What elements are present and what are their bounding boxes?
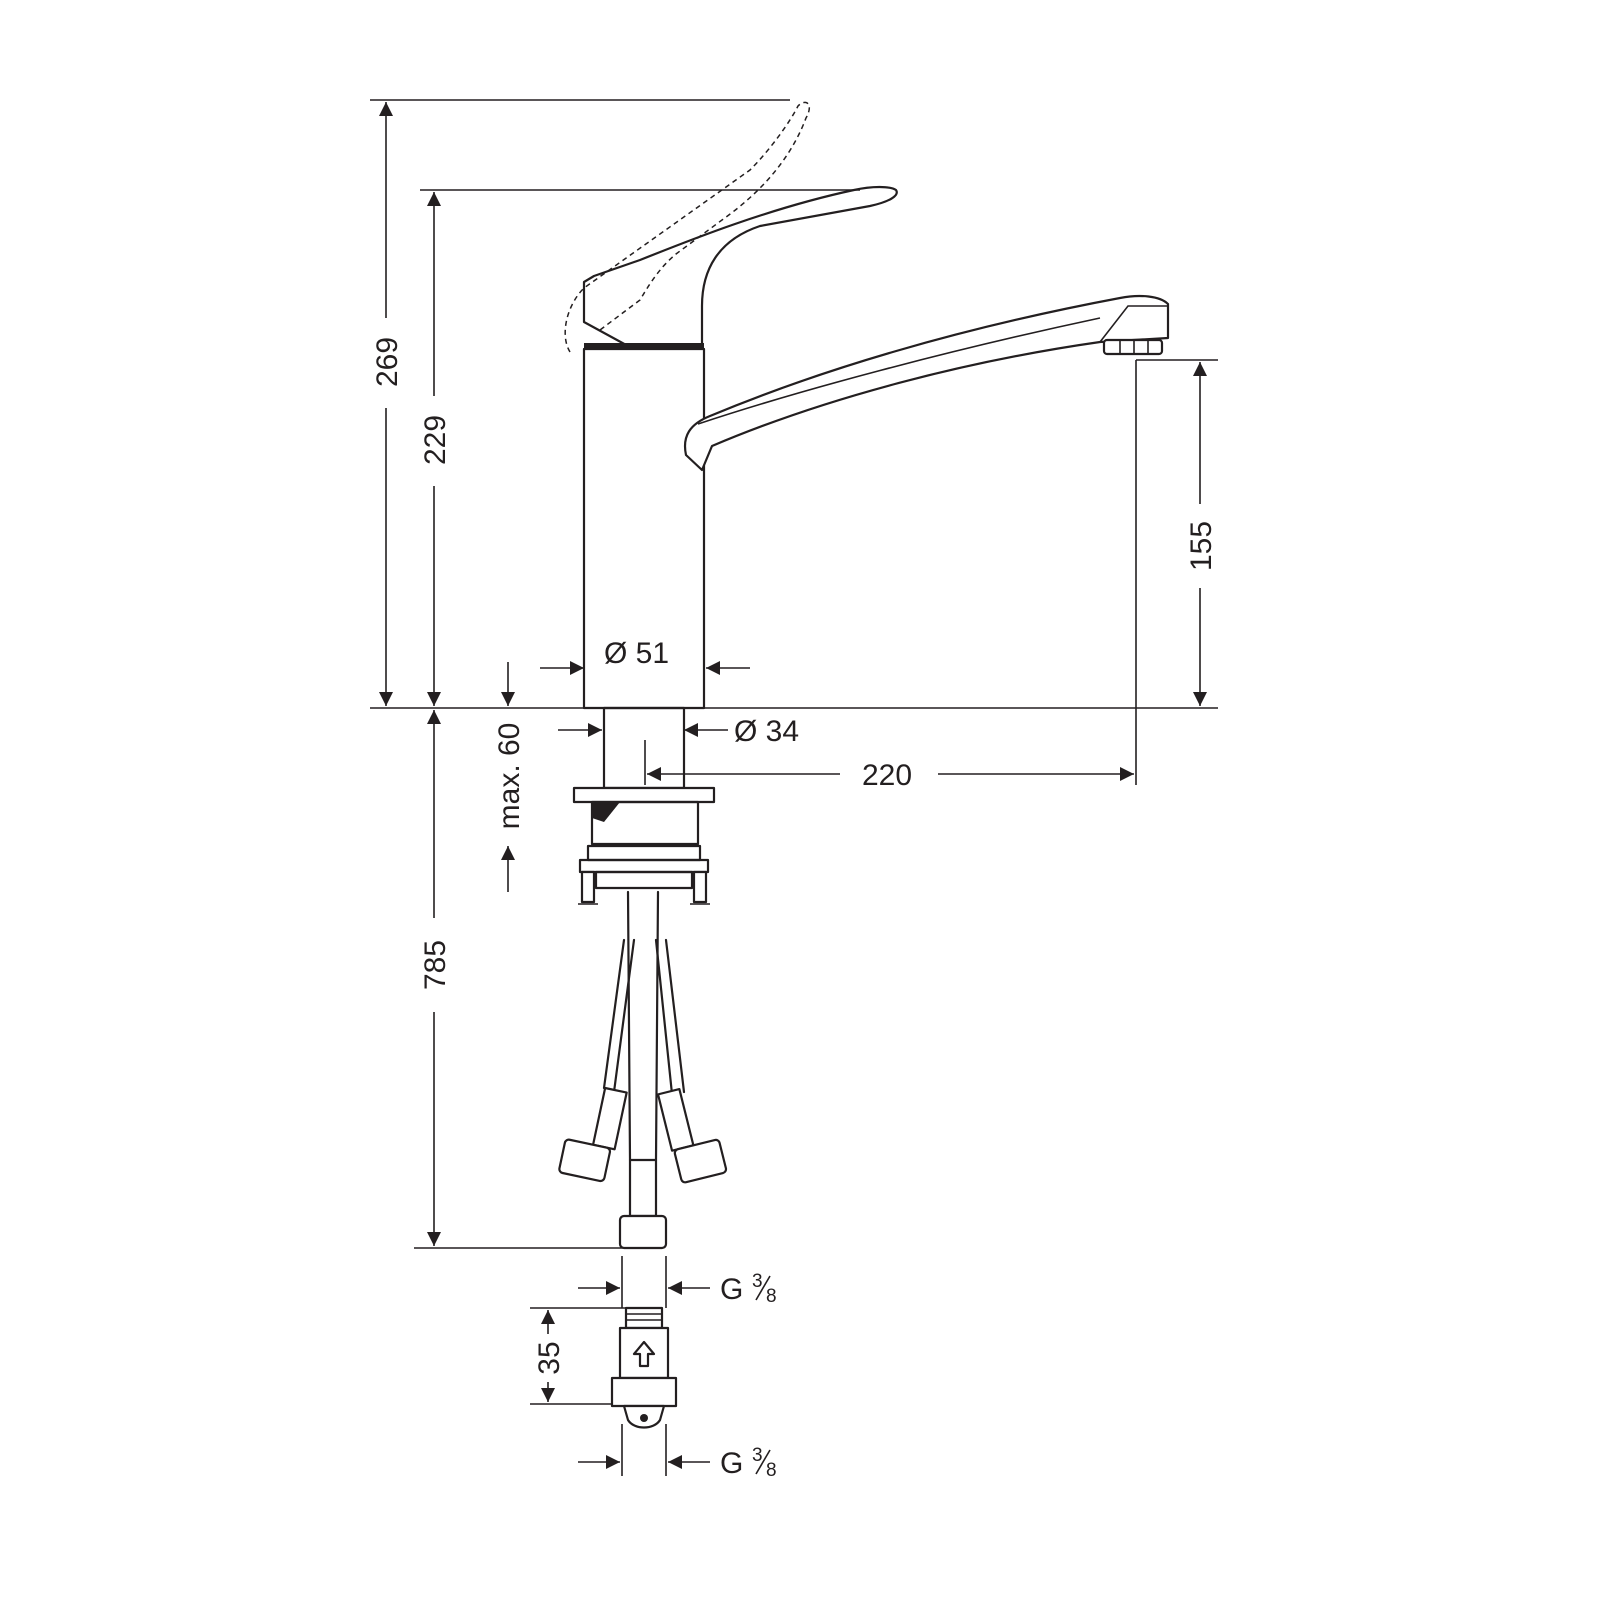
fixing-screw-left (580, 870, 596, 904)
label-229: 229 (419, 415, 452, 465)
thread-lower-prefix: G (720, 1447, 743, 1480)
faucet (558, 101, 1170, 1429)
lever-closed (582, 185, 898, 348)
thread-lower-numerator: 3 (752, 1445, 763, 1466)
thread-lower-fraction-bar (755, 1449, 771, 1475)
lever-open-outline (564, 101, 810, 353)
hose-center-left-edge (626, 890, 632, 1162)
hose-nut-right (673, 1138, 728, 1184)
valve-nut (610, 1376, 678, 1408)
hose-crimp-left (591, 1086, 628, 1151)
label-thread-lower: G 3 8 (720, 1445, 777, 1481)
label-35: 35 (533, 1341, 566, 1374)
hose-crimp-right (656, 1087, 695, 1152)
fixing-bracket (578, 858, 710, 874)
spout-highlight-line (697, 317, 1101, 425)
thread-lower-denominator: 8 (766, 1460, 777, 1481)
body-top-band (584, 343, 704, 349)
dimension-labels: 269 229 155 Ø 51 Ø 34 220 max. 60 785 35… (371, 337, 1218, 1481)
label-thread-upper: G 3 8 (720, 1271, 777, 1307)
threaded-shank (602, 706, 686, 790)
spout (683, 294, 1170, 472)
hose-fitting-left (558, 1086, 628, 1183)
label-220: 220 (862, 759, 912, 792)
label-785: 785 (419, 940, 452, 990)
label-269: 269 (371, 337, 404, 387)
thread-upper-numerator: 3 (752, 1271, 763, 1292)
spout-tip-edge (1099, 305, 1168, 343)
supply-hoses (602, 890, 686, 1162)
thread-upper-denominator: 8 (766, 1286, 777, 1307)
extension-lines (370, 99, 1218, 1476)
hose-center-right-edge (654, 890, 660, 1162)
aerator (1102, 338, 1164, 356)
thread-upper-fraction-bar (755, 1275, 771, 1301)
dimension-lines (379, 102, 1207, 1469)
mounting-plate (572, 786, 716, 804)
valve-body (618, 1326, 670, 1380)
check-valve (610, 1306, 678, 1429)
hose-nut-left (558, 1138, 612, 1183)
fixing-screw-right (692, 870, 708, 904)
label-d51: Ø 51 (604, 637, 669, 670)
mounting-nut (590, 800, 700, 846)
valve-thread-top (624, 1306, 664, 1330)
label-d34: Ø 34 (734, 715, 799, 748)
flow-direction-arrow-icon (632, 1340, 656, 1368)
washer (586, 844, 702, 862)
hose-crimp-center (628, 1158, 658, 1218)
fixing-base (594, 870, 694, 890)
hose-right (654, 938, 686, 1096)
label-155: 155 (1185, 521, 1218, 571)
label-max60: max. 60 (493, 723, 526, 830)
strainer-mesh-dot (640, 1414, 648, 1422)
thread-upper-prefix: G (720, 1273, 743, 1306)
mounting-clip (592, 802, 620, 822)
hose-fitting-right (656, 1087, 728, 1184)
hose-left (602, 938, 636, 1094)
hose-nut-center (618, 1214, 668, 1250)
